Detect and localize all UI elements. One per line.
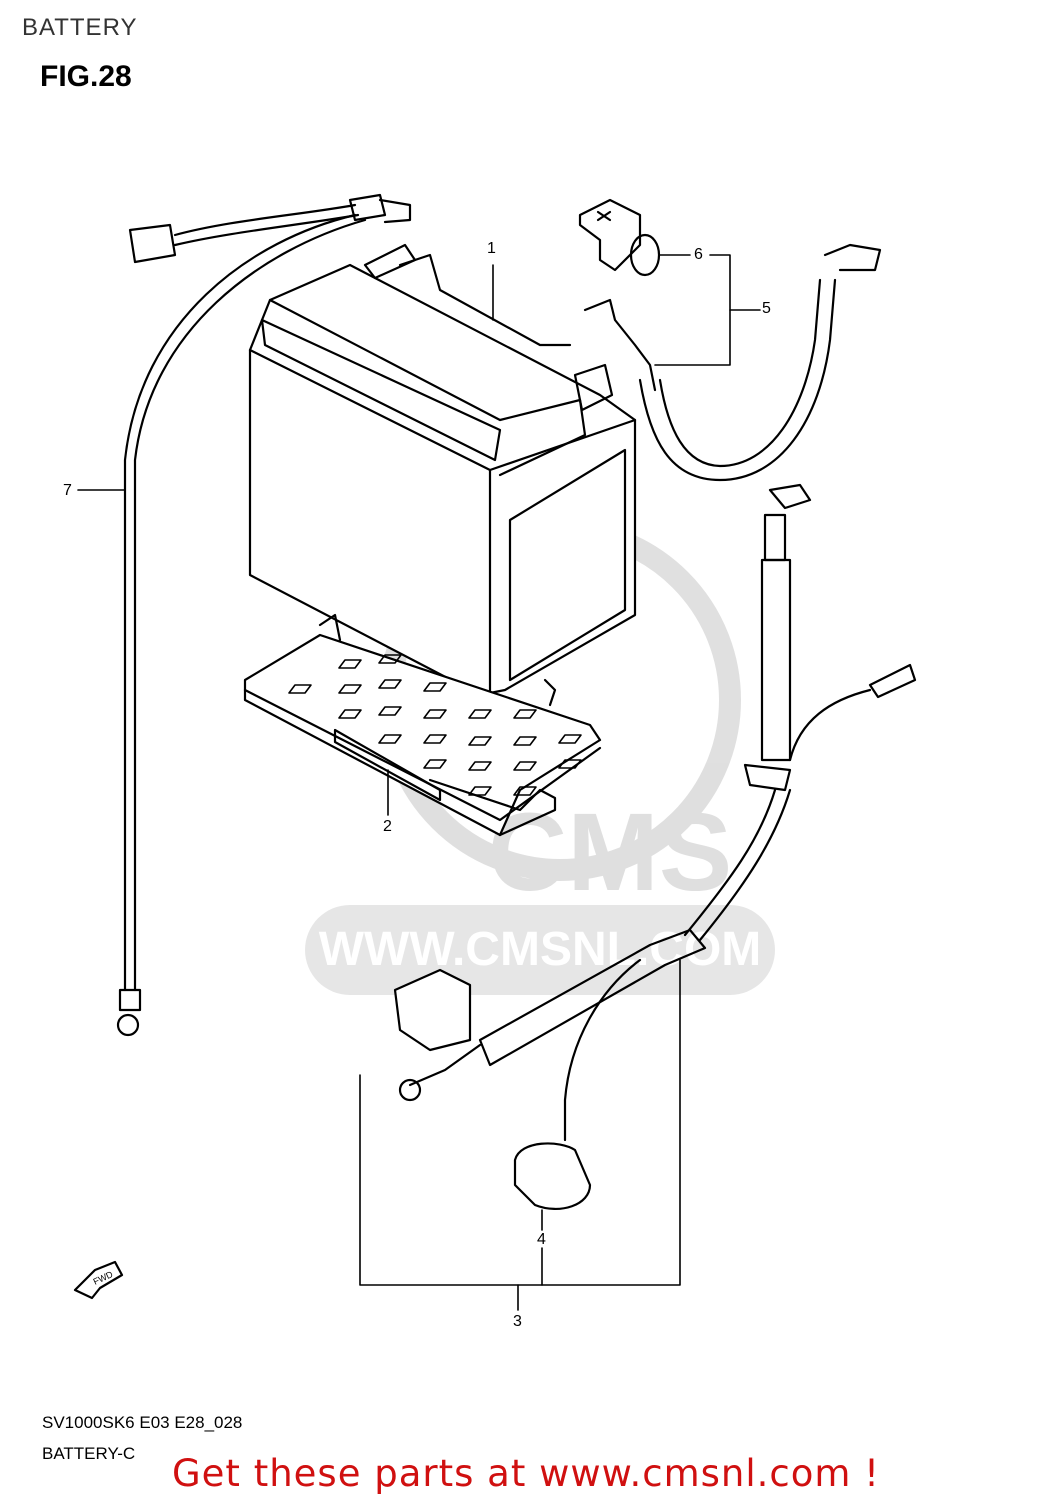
callout-negative-cable: 3 [513,1313,522,1330]
battery-cable-negative [393,483,917,1210]
battery [248,243,637,697]
leader-lines [77,254,761,1311]
watermark-banner [305,905,775,995]
fwd-arrow-icon: FWD [73,1260,124,1300]
model-code: SV1000SK6 E03 E28_028 [42,1413,243,1432]
battery-tray [243,613,602,837]
callout-terminal-cover: 6 [694,246,703,263]
promo-link[interactable]: Get these parts at www.cmsnl.com ! [172,1452,881,1495]
section-title: BATTERY [22,14,138,41]
diagram-subtitle: BATTERY-C [42,1444,136,1463]
battery-cable-positive [578,198,882,482]
lead-wire [116,193,412,1037]
callout-lead-wire: 7 [63,482,72,499]
callout-battery-tray: 2 [383,818,392,835]
callout-positive-cable: 5 [762,300,771,317]
watermark-text: WWW.CMSNL.COM [319,923,762,976]
figure-number: FIG.28 [40,60,132,93]
watermark-logo: CMS [488,791,732,914]
callout-terminal-cap: 4 [537,1231,546,1248]
callout-battery: 1 [487,240,496,257]
